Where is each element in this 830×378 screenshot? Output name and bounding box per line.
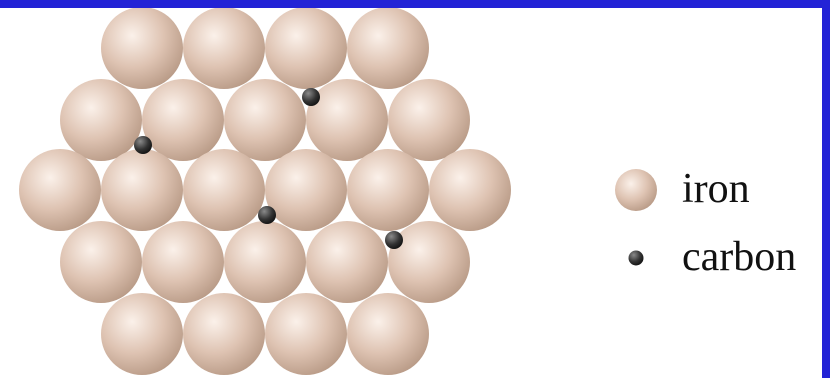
iron-atom: [183, 149, 265, 231]
iron-atom: [347, 293, 429, 375]
iron-atom: [60, 221, 142, 303]
legend-carbon-label: carbon: [682, 236, 796, 278]
iron-atom: [224, 79, 306, 161]
iron-atom: [60, 79, 142, 161]
iron-atom: [429, 149, 511, 231]
carbon-atom: [302, 88, 320, 106]
iron-atom: [142, 79, 224, 161]
iron-atom: [265, 149, 347, 231]
iron-atom: [347, 8, 429, 89]
diagram-panel: iron carbon: [0, 8, 822, 378]
iron-atom: [306, 221, 388, 303]
carbon-atom: [385, 231, 403, 249]
iron-atom: [388, 221, 470, 303]
iron-atom: [101, 149, 183, 231]
legend-carbon-icon: [629, 251, 644, 266]
iron-atom: [142, 221, 224, 303]
iron-atom: [306, 79, 388, 161]
iron-atom: [224, 221, 306, 303]
legend-iron-label: iron: [682, 168, 750, 210]
iron-atom: [265, 293, 347, 375]
carbon-atom: [258, 206, 276, 224]
iron-atom: [388, 79, 470, 161]
legend-iron-icon: [615, 169, 657, 211]
iron-atom: [19, 149, 101, 231]
iron-atom: [101, 8, 183, 89]
carbon-atom: [134, 136, 152, 154]
iron-atom: [347, 149, 429, 231]
iron-atoms: [19, 8, 511, 375]
iron-atom: [265, 8, 347, 89]
iron-atom: [101, 293, 183, 375]
iron-atom: [183, 8, 265, 89]
iron-atom: [183, 293, 265, 375]
